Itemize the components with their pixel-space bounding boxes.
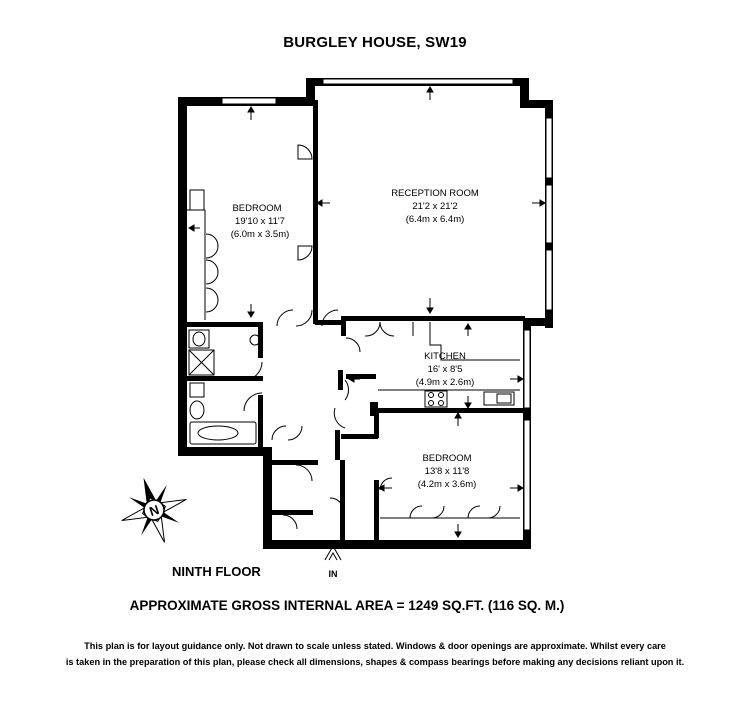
fittings — [187, 189, 520, 519]
door-swings — [205, 144, 501, 530]
compass-icon: N — [121, 477, 187, 543]
room-label-kitchen: KITCHEN 16' x 8'5 (4.9m x 2.6m) — [416, 351, 475, 388]
disclaimer-line-2: is taken in the preparation of this plan… — [65, 657, 685, 667]
room-name: KITCHEN — [424, 351, 466, 362]
room-name: BEDROOM — [232, 203, 281, 214]
dimension-arrows — [188, 86, 546, 538]
room-name: RECEPTION ROOM — [391, 188, 479, 199]
room-imperial: 13'8 x 11'8 — [425, 466, 470, 477]
compass-letter: N — [147, 502, 161, 519]
entrance-label: IN — [329, 569, 338, 579]
room-imperial: 16' x 8'5 — [428, 364, 463, 375]
room-name: BEDROOM — [422, 453, 471, 464]
entrance-marker: IN — [324, 544, 342, 579]
room-metric: (6.4m x 6.4m) — [406, 214, 465, 225]
room-label-bedroom-1: BEDROOM 19'10 x 11'7 (6.0m x 3.5m) — [231, 203, 290, 240]
disclaimer-line-1: This plan is for layout guidance only. N… — [84, 641, 666, 651]
room-label-bedroom-2: BEDROOM 13'8 x 11'8 (4.2m x 3.6m) — [418, 453, 477, 490]
room-label-reception: RECEPTION ROOM 21'2 x 21'2 (6.4m x 6.4m) — [391, 188, 479, 225]
plan-title: BURGLEY HOUSE, SW19 — [283, 34, 467, 51]
bathroom-fixtures — [188, 329, 261, 445]
room-metric: (4.2m x 3.6m) — [418, 479, 477, 490]
room-imperial: 21'2 x 21'2 — [412, 201, 457, 212]
interior-walls — [187, 100, 525, 545]
exterior-walls — [178, 78, 553, 549]
room-metric: (6.0m x 3.5m) — [231, 229, 290, 240]
windows — [221, 78, 553, 531]
gross-area: APPROXIMATE GROSS INTERNAL AREA = 1249 S… — [129, 598, 565, 613]
room-metric: (4.9m x 2.6m) — [416, 377, 475, 388]
floor-label: NINTH FLOOR — [172, 564, 261, 579]
room-imperial: 19'10 x 11'7 — [235, 216, 285, 227]
